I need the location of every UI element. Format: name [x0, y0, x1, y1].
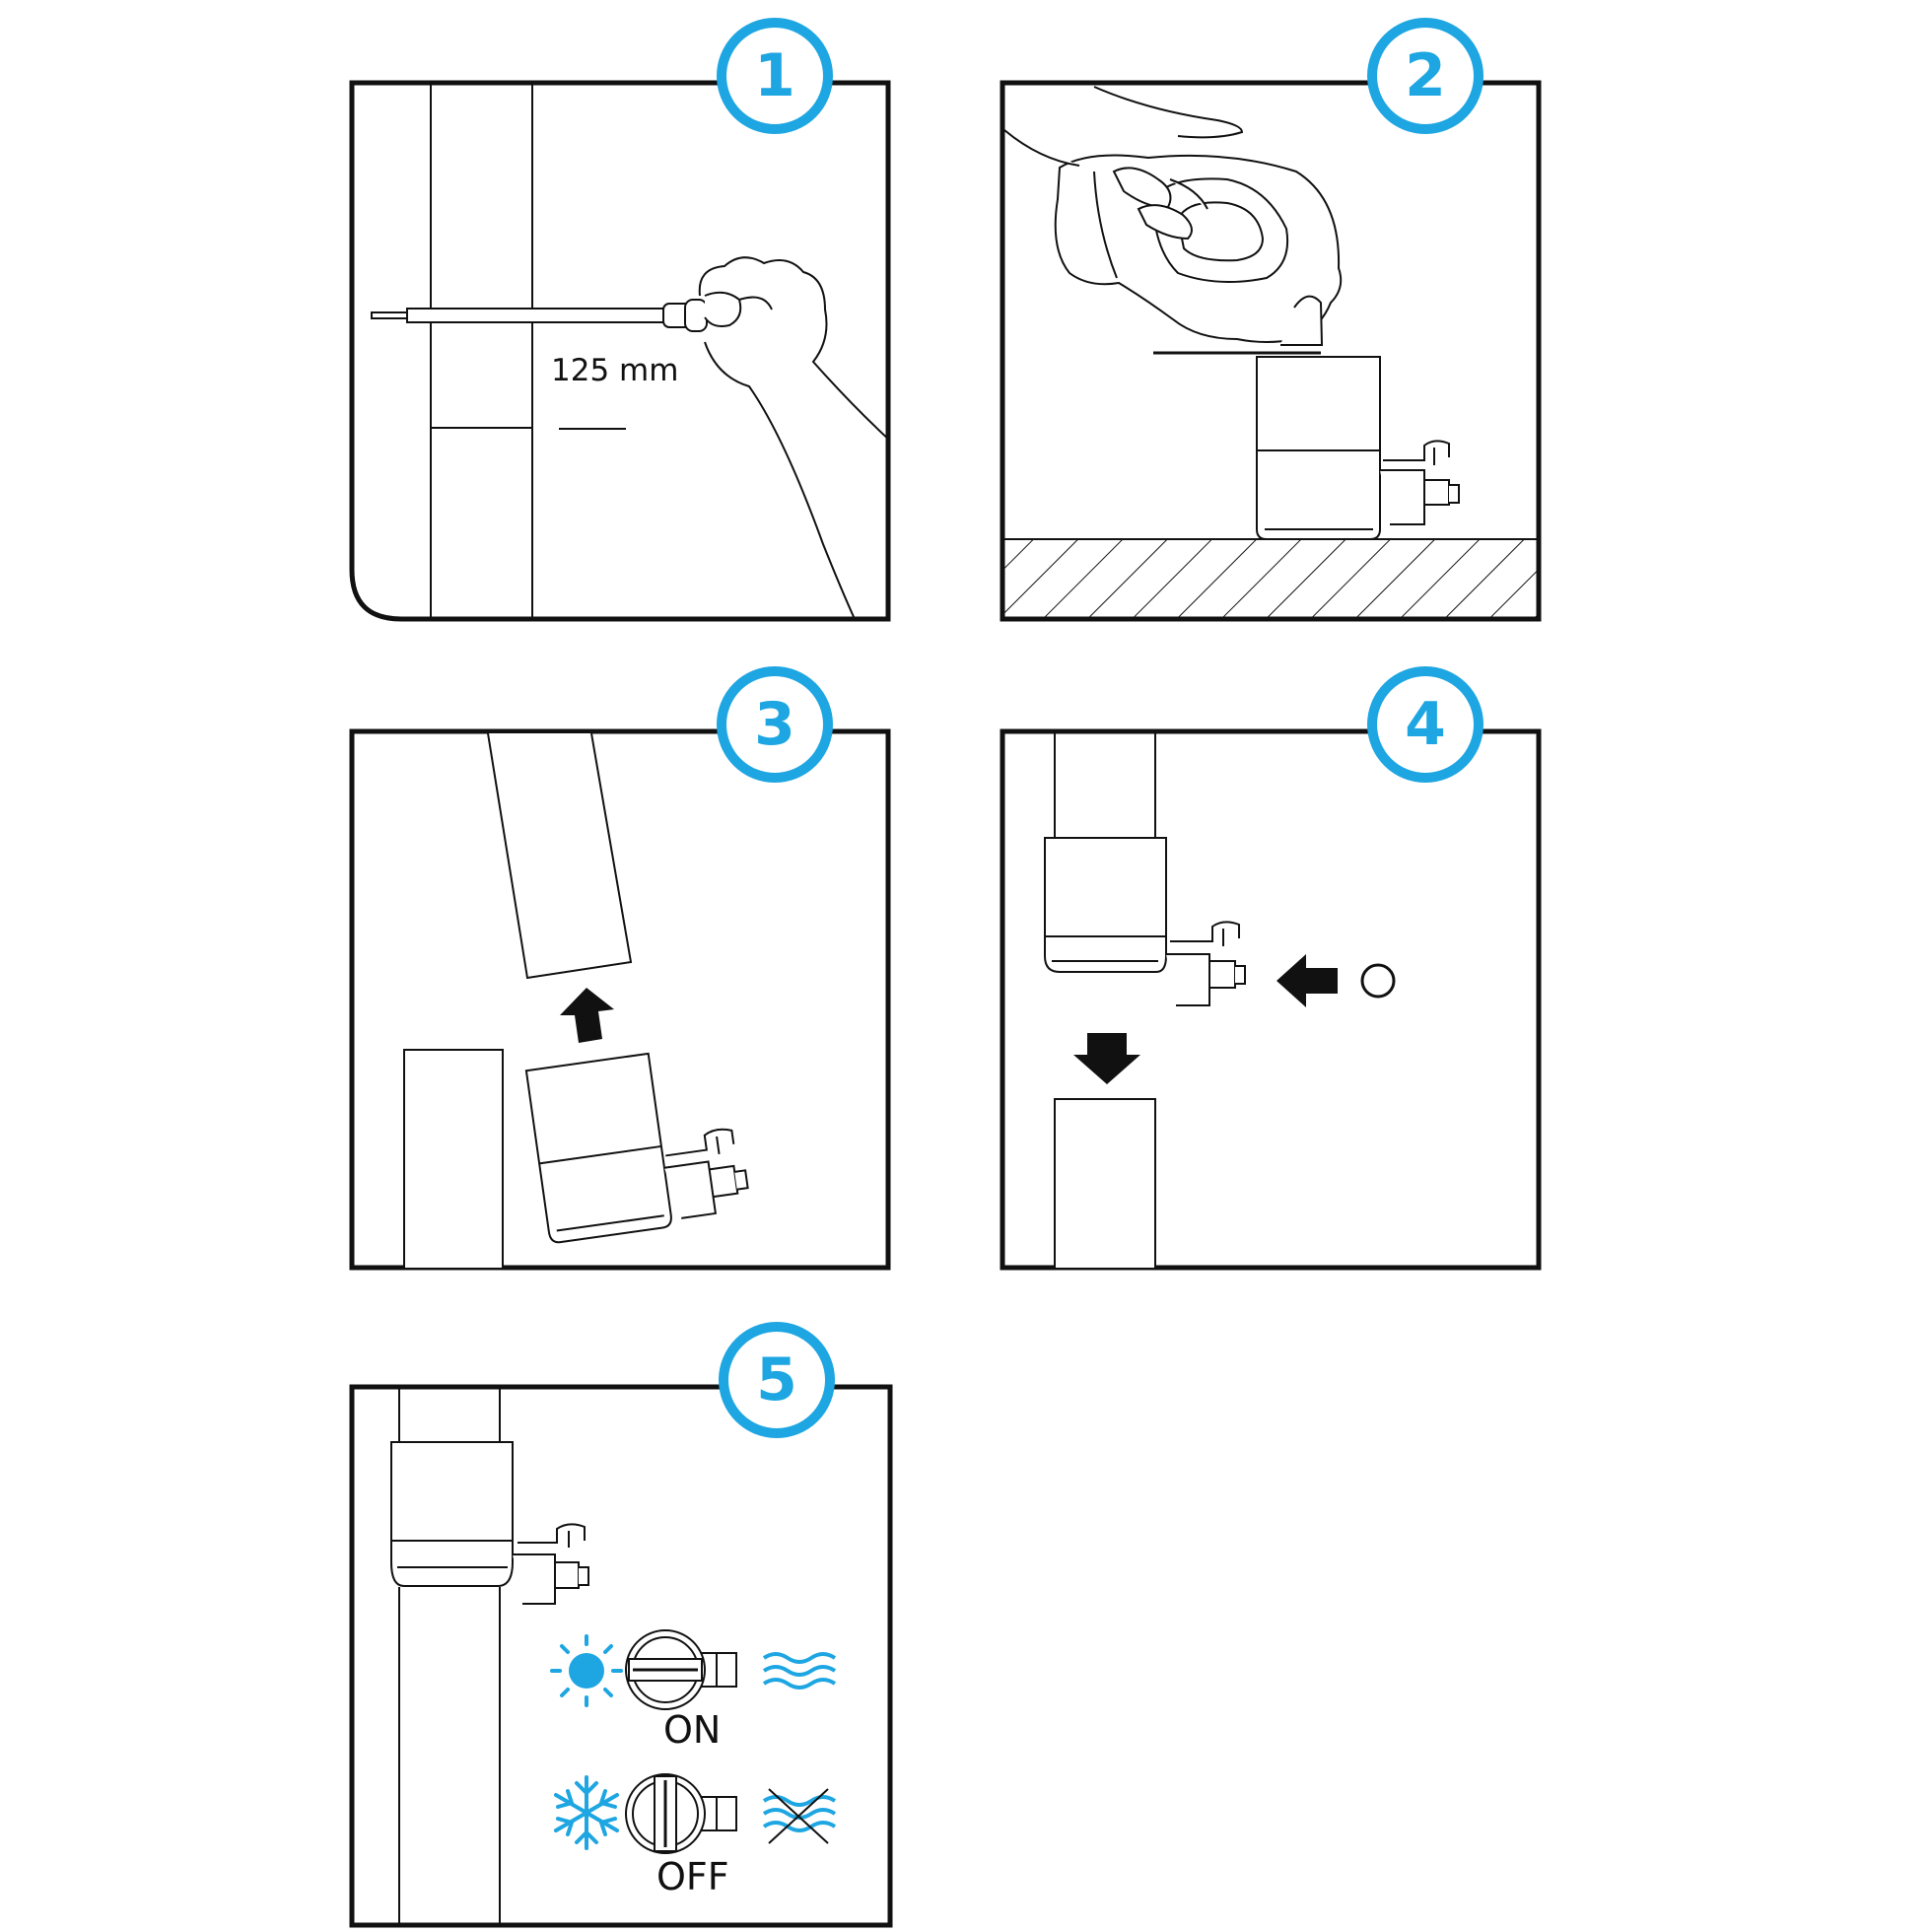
valve-on-icon: [625, 1629, 737, 1710]
measuring-tool-icon: [371, 299, 708, 332]
filter-unit-icon: [390, 1441, 589, 1605]
pitcher-icon: [1054, 154, 1343, 346]
filter-unit-icon: [1256, 356, 1460, 540]
sun-icon: [550, 1634, 623, 1707]
hand-icon: [698, 256, 891, 620]
filter-unit-icon: [524, 1052, 749, 1244]
step-4-number-badge: 4: [1367, 666, 1484, 783]
filter-unit-icon: [1044, 837, 1246, 1006]
step-3-number-badge: 3: [717, 666, 833, 783]
snowflake-icon: [554, 1775, 619, 1850]
hand-icon: [1003, 86, 1244, 241]
valve-off-icon: [625, 1773, 737, 1854]
arrow-left-icon: [1276, 954, 1338, 1007]
step-5-illustration: [349, 1384, 893, 1928]
step-4-illustration: [1000, 728, 1542, 1271]
valve-off-label: OFF: [656, 1855, 729, 1898]
step-4-panel: 4: [1000, 666, 1543, 1272]
step-5-panel: ON OFF 5: [349, 1322, 893, 1928]
step-1-illustration: [349, 80, 891, 622]
water-waves-crossed-icon: [762, 1788, 837, 1844]
washer-ring-icon: [1360, 963, 1396, 999]
step-3-illustration: [349, 728, 891, 1271]
arrow-up-icon: [560, 988, 614, 1043]
water-waves-icon: [762, 1652, 837, 1690]
step-2-panel: 2: [1000, 18, 1543, 623]
step-3-panel: 3: [349, 666, 892, 1272]
arrow-down-icon: [1073, 1033, 1140, 1084]
measurement-label: 125 mm: [551, 353, 679, 388]
step-2-illustration: [1000, 80, 1542, 622]
step-2-number-badge: 2: [1367, 18, 1484, 134]
step-1-panel: 125 mm 1: [349, 18, 892, 623]
step-1-number-badge: 1: [717, 18, 833, 134]
valve-on-label: ON: [663, 1708, 722, 1752]
step-5-number-badge: 5: [719, 1322, 835, 1438]
